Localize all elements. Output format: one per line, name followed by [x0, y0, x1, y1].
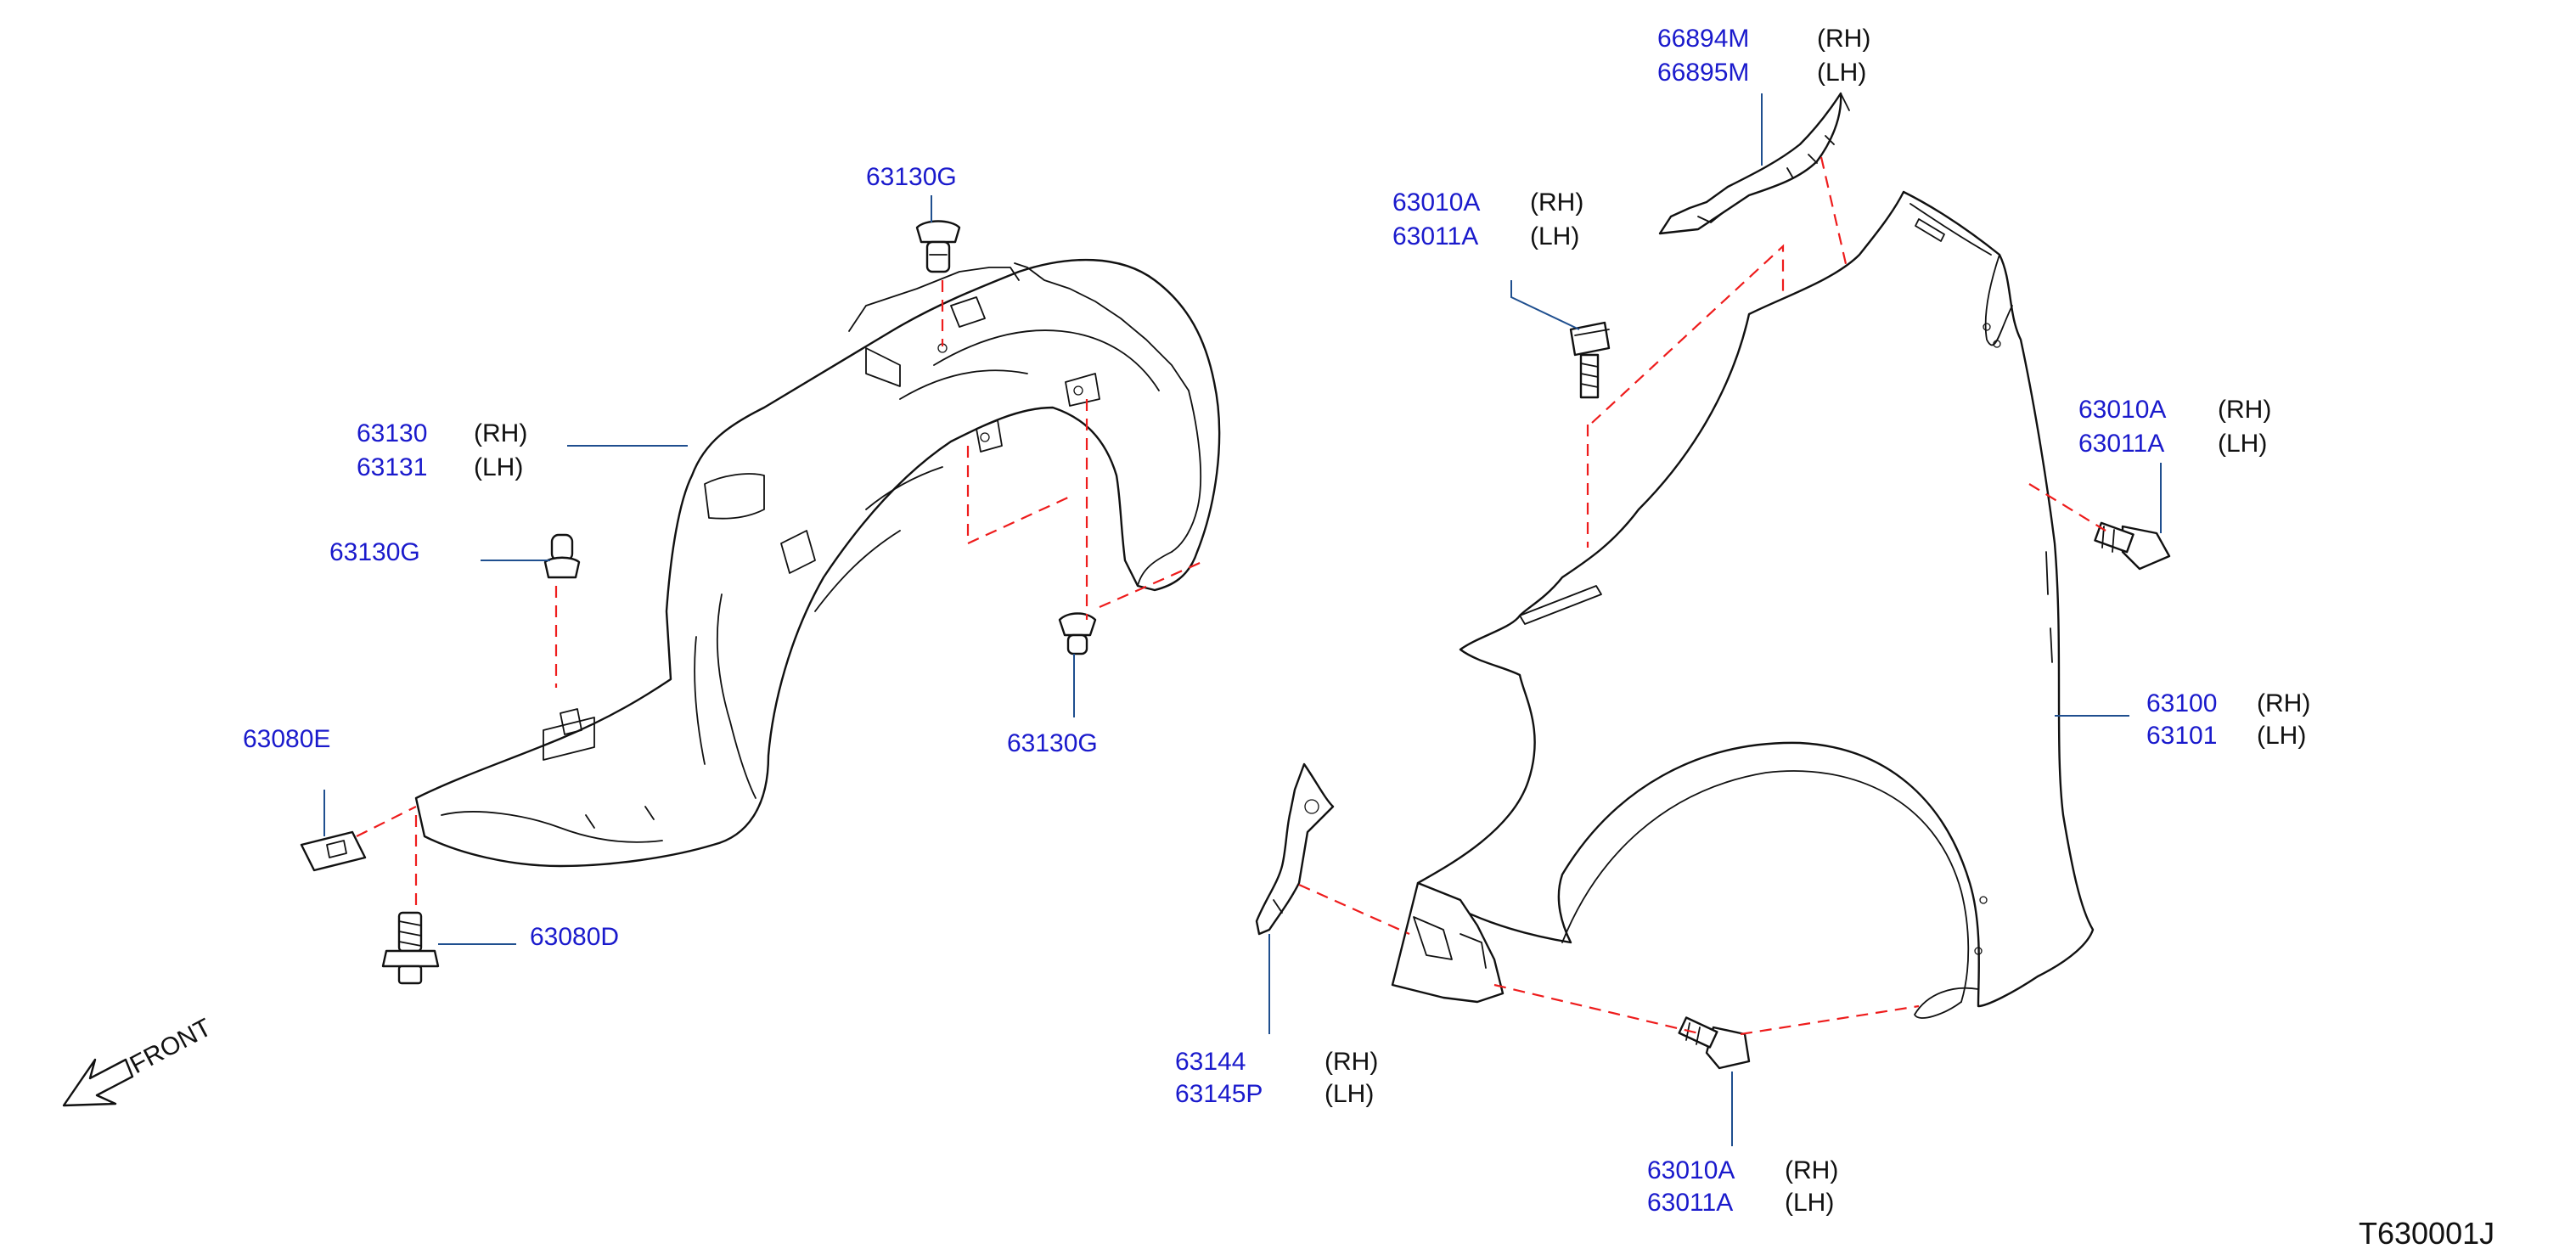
- diagram-code: T630001J: [2359, 1216, 2494, 1251]
- side-lh-lower-bracket: (LH): [1325, 1080, 1374, 1108]
- part-number-bolt-right-rh: 63010A: [2078, 396, 2166, 424]
- side-rh-bolt-upper: (RH): [1530, 188, 1583, 217]
- wheelhouse-liner: [414, 258, 1221, 868]
- side-rh-bolt-lower: (RH): [1785, 1156, 1838, 1184]
- bolt-upper: [1569, 321, 1611, 399]
- side-rh-liner: (RH): [474, 419, 527, 447]
- label-liner: 63130 (RH) 63131 (LH): [357, 419, 527, 481]
- clip-top: [915, 220, 961, 273]
- part-number-bolt-lower-rh: 63010A: [1647, 1156, 1735, 1184]
- side-lh-bolt-upper: (LH): [1530, 222, 1579, 250]
- lower-front-bracket: [1255, 762, 1505, 1004]
- clip-left: [543, 533, 581, 579]
- label-fender: 63100 (RH) 63101 (LH): [2146, 689, 2310, 750]
- part-number-lower-bracket-rh: 63144: [1175, 1048, 1246, 1076]
- leader-lines: [323, 93, 2162, 1146]
- part-number-fender-lh: 63101: [2146, 722, 2217, 750]
- front-label: FRONT: [126, 1014, 217, 1080]
- side-rh-fender: (RH): [2257, 689, 2310, 717]
- label-bolt-upper: 63010A (RH) 63011A (LH): [1392, 188, 1583, 250]
- label-lower-bracket: 63144 (RH) 63145P (LH): [1175, 1048, 1378, 1108]
- side-lh-bolt-right: (LH): [2218, 430, 2267, 458]
- front-fender: [1416, 190, 2095, 1019]
- part-number-bolt-upper-lh: 63011A: [1392, 222, 1478, 250]
- bolt-lower: [1678, 1016, 1751, 1070]
- part-number-nut: 63080E: [243, 725, 330, 753]
- bolt-right: [2094, 521, 2171, 571]
- side-lh-bracket: (LH): [1817, 59, 1866, 87]
- part-number-bolt-right-lh: 63011A: [2078, 430, 2164, 458]
- part-number-bracket-lh: 66895M: [1657, 59, 1749, 87]
- part-number-clip-top: 63130G: [866, 163, 957, 191]
- side-lh-liner: (LH): [474, 453, 523, 481]
- side-rh-lower-bracket: (RH): [1325, 1048, 1378, 1076]
- part-number-bolt-upper-rh: 63010A: [1392, 188, 1480, 217]
- part-number-clip-left: 63130G: [329, 538, 420, 566]
- side-rh-bracket: (RH): [1817, 25, 1870, 53]
- screw: [381, 911, 440, 985]
- side-lh-bolt-lower: (LH): [1785, 1189, 1834, 1217]
- part-number-bolt-lower-lh: 63011A: [1647, 1189, 1733, 1217]
- side-lh-fender: (LH): [2257, 722, 2306, 750]
- part-number-lower-bracket-lh: 63145P: [1175, 1080, 1263, 1108]
- side-rh-bolt-right: (RH): [2218, 396, 2271, 424]
- part-number-liner-lh: 63131: [357, 453, 427, 481]
- part-number-liner-rh: 63130: [357, 419, 427, 447]
- part-number-fender-rh: 63100: [2146, 689, 2217, 717]
- part-number-screw: 63080D: [530, 923, 619, 951]
- front-direction-arrow: FRONT: [62, 1014, 217, 1107]
- label-bolt-right: 63010A (RH) 63011A (LH): [2078, 396, 2271, 458]
- label-bolt-lower: 63010A (RH) 63011A (LH): [1647, 1156, 1838, 1217]
- fender-upper-bracket: [1658, 92, 1850, 235]
- alignment-lines: [356, 156, 2106, 1036]
- clip-right: [1058, 612, 1097, 655]
- label-bracket: 66894M (RH) 66895M (LH): [1657, 25, 1870, 87]
- part-number-clip-right: 63130G: [1007, 729, 1098, 757]
- part-number-bracket-rh: 66894M: [1657, 25, 1749, 53]
- clip-nut: [300, 830, 367, 872]
